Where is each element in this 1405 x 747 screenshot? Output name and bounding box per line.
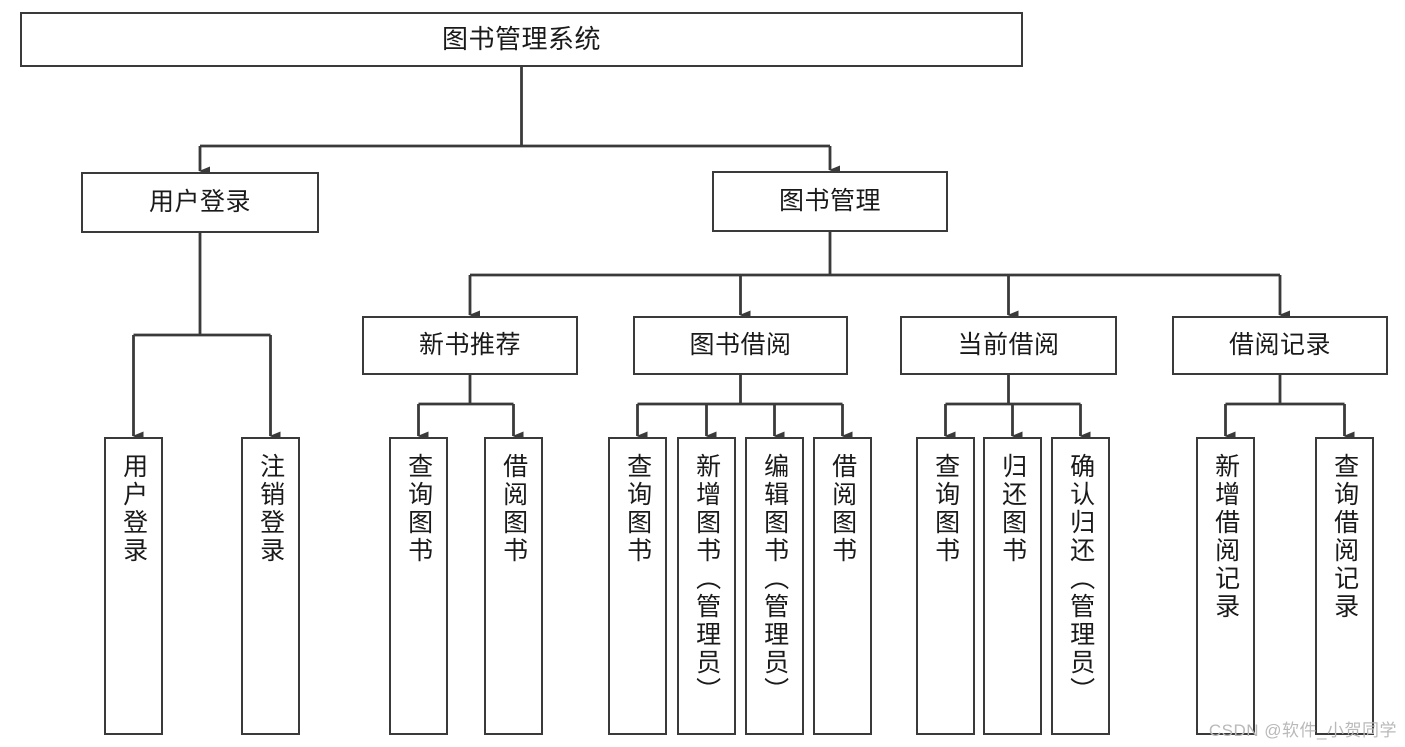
node-label: 借阅图书 <box>499 453 528 565</box>
leaf-query-current-book[interactable]: 查询图书 <box>916 437 975 735</box>
leaf-user-login[interactable]: 用户登录 <box>104 437 163 735</box>
node-book-management[interactable]: 图书管理 <box>712 171 948 232</box>
node-label: 用户登录 <box>119 453 148 565</box>
node-label: 图书管理 <box>778 186 881 215</box>
node-label: 图书借阅 <box>689 330 792 359</box>
node-label: 借阅图书 <box>828 453 857 565</box>
leaf-add-borrow-record[interactable]: 新增借阅记录 <box>1196 437 1255 735</box>
node-user-login[interactable]: 用户登录 <box>81 172 319 233</box>
node-label: 新增图书（管理员） <box>692 453 721 705</box>
node-label: 新增借阅记录 <box>1211 453 1240 621</box>
leaf-borrow-book[interactable]: 借阅图书 <box>813 437 872 735</box>
node-label: 用户登录 <box>148 187 251 216</box>
node-borrow-record[interactable]: 借阅记录 <box>1172 316 1388 375</box>
node-current-borrow[interactable]: 当前借阅 <box>900 316 1117 375</box>
node-label: 确认归还（管理员） <box>1066 453 1095 705</box>
node-label: 查询图书 <box>931 453 960 565</box>
node-label: 当前借阅 <box>957 330 1060 359</box>
leaf-query-borrow-record[interactable]: 查询借阅记录 <box>1315 437 1374 735</box>
leaf-query-book-recommend[interactable]: 查询图书 <box>389 437 448 735</box>
leaf-logout[interactable]: 注销登录 <box>241 437 300 735</box>
leaf-confirm-return-admin[interactable]: 确认归还（管理员） <box>1051 437 1110 735</box>
node-new-book-recommend[interactable]: 新书推荐 <box>362 316 578 375</box>
node-label: 查询借阅记录 <box>1330 453 1359 621</box>
leaf-borrow-book-recommend[interactable]: 借阅图书 <box>484 437 543 735</box>
node-book-borrow[interactable]: 图书借阅 <box>633 316 848 375</box>
leaf-return-book[interactable]: 归还图书 <box>983 437 1042 735</box>
leaf-edit-book-admin[interactable]: 编辑图书（管理员） <box>745 437 804 735</box>
node-root-system[interactable]: 图书管理系统 <box>20 12 1023 67</box>
node-label: 新书推荐 <box>418 330 521 359</box>
node-label: 图书管理系统 <box>441 24 601 55</box>
leaf-query-book[interactable]: 查询图书 <box>608 437 667 735</box>
node-label: 归还图书 <box>998 453 1027 565</box>
node-label: 查询图书 <box>404 453 433 565</box>
node-label: 注销登录 <box>256 453 285 565</box>
node-label: 查询图书 <box>623 453 652 565</box>
node-label: 编辑图书（管理员） <box>760 453 789 705</box>
watermark: CSDN @软件_小贺同学 <box>1208 721 1397 740</box>
leaf-add-book-admin[interactable]: 新增图书（管理员） <box>677 437 736 735</box>
node-label: 借阅记录 <box>1228 330 1331 359</box>
